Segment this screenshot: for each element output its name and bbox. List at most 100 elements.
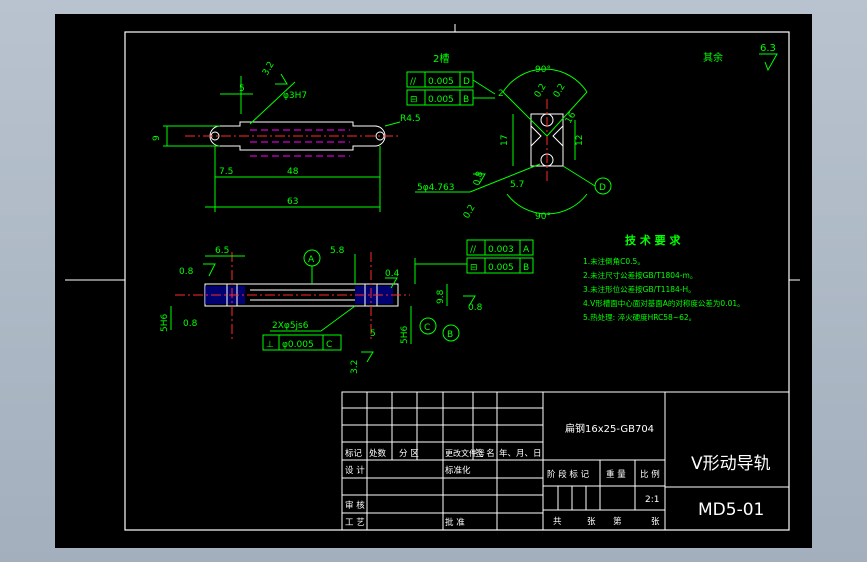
tol-2-ref: B bbox=[463, 95, 469, 105]
dim-5h6a-text: 5H6 bbox=[160, 314, 170, 332]
tb-sheet-no: 第 bbox=[613, 516, 622, 527]
tb-design: 设 计 bbox=[345, 465, 365, 476]
tb-drawing-no: MD5-01 bbox=[698, 500, 764, 520]
dim-98-text: 9.8 bbox=[436, 289, 446, 304]
tol-frame-3 bbox=[466, 239, 534, 256]
rough-r1-text: 0.2 bbox=[552, 82, 568, 99]
tb-total: 共 bbox=[553, 517, 562, 527]
dim-08b-text: 0.8 bbox=[183, 319, 198, 329]
ref-c-circle bbox=[419, 317, 437, 335]
tb-count: 处数 bbox=[369, 448, 387, 459]
tol-5-value: φ0.005 bbox=[282, 340, 314, 350]
dim-58-text: 5.8 bbox=[330, 246, 345, 256]
tech-req-item-1: 1.未注倒角C0.5。 bbox=[583, 256, 645, 266]
angle-90-bottom: 90° bbox=[535, 212, 551, 222]
tol-1-leader bbox=[472, 79, 496, 95]
dim-5-front-text: 5 bbox=[370, 329, 376, 339]
angle-arc-top bbox=[502, 68, 588, 93]
dim-08a-text: 0.8 bbox=[179, 267, 194, 277]
dim-3h7-text: φ3H7 bbox=[283, 91, 307, 101]
dim-5h6b-text: 5H6 bbox=[400, 326, 410, 344]
tb-weight: 重 量 bbox=[606, 469, 626, 480]
dim-5-text: 5 bbox=[239, 84, 245, 94]
top-view: 5 φ3H7 3.2 R4.5 9 7.5 48 63 bbox=[152, 60, 421, 212]
ref-b-text: B bbox=[447, 330, 453, 340]
dim-65-text: 6.5 bbox=[215, 246, 229, 256]
dim-r45-text: R4.5 bbox=[400, 114, 421, 124]
v-groove-left bbox=[530, 125, 542, 147]
tb-standard: 标准化 bbox=[445, 465, 471, 476]
roughness-other-value: 6.3 bbox=[760, 43, 776, 54]
top-view-outline bbox=[209, 121, 386, 151]
ref-b-circle bbox=[442, 324, 460, 342]
leader-5phi bbox=[469, 163, 541, 193]
tb-mark: 标记 bbox=[345, 448, 363, 459]
tol-1-ref: D bbox=[463, 77, 470, 87]
tb-sheets: 张 bbox=[587, 517, 596, 527]
tol-4-ref: B bbox=[523, 263, 529, 273]
ref-c-text: C bbox=[424, 323, 430, 333]
rough-32-text: 3.2 bbox=[261, 60, 277, 77]
tb-date: 年、月、日 bbox=[499, 448, 542, 459]
tech-req-title: 技 术 要 求 bbox=[625, 233, 681, 247]
tol-2-symbol: ⊟ bbox=[410, 95, 418, 105]
rough-32-symbol bbox=[275, 73, 288, 85]
dim-12-text: 12 bbox=[575, 135, 585, 146]
title-block-frame bbox=[341, 391, 790, 531]
tol-3-symbol: // bbox=[470, 245, 477, 255]
tb-process: 工 艺 bbox=[345, 518, 365, 528]
rough-r2-text: 0.2 bbox=[533, 82, 549, 99]
tech-req-item-2: 2.未注尺寸公差按GB/T1804-m。 bbox=[583, 270, 697, 280]
rough-08a-symbol bbox=[203, 263, 216, 277]
v-groove-right bbox=[552, 125, 564, 147]
tol-frame-4 bbox=[466, 257, 534, 274]
angle-arc-bottom bbox=[506, 193, 588, 215]
tb-scale: 2:1 bbox=[645, 495, 659, 505]
view-label-2: 2槽 bbox=[433, 52, 449, 65]
ref-d-leader bbox=[562, 165, 596, 187]
dim-2x5js6-text: 2Xφ5js6 bbox=[272, 321, 309, 331]
tb-docno: 更改文件号 bbox=[445, 448, 485, 458]
dim-5phi-text: 5φ4.763 bbox=[417, 183, 454, 193]
roughness-other-label: 其余 bbox=[703, 51, 723, 64]
tb-part-name: V形动导轨 bbox=[691, 454, 771, 474]
tol-2-value: 0.005 bbox=[428, 95, 454, 105]
roughness-other-symbol bbox=[759, 53, 778, 72]
ref-a-text: A bbox=[308, 255, 315, 265]
tol-4-symbol: ⊟ bbox=[470, 263, 478, 273]
leader-r45 bbox=[384, 121, 401, 127]
tb-ratio: 比 例 bbox=[640, 469, 660, 480]
dim-75-text: 7.5 bbox=[219, 167, 233, 177]
angle-90-top: 90° bbox=[535, 65, 551, 75]
dim-08c-text: 0.8 bbox=[468, 303, 483, 313]
tol-1-symbol: // bbox=[410, 77, 417, 87]
dim-17-text: 17 bbox=[500, 135, 510, 146]
rough-08c-symbol bbox=[463, 295, 476, 307]
dim-9-text: 9 bbox=[152, 135, 162, 141]
tol-4-value: 0.005 bbox=[488, 263, 514, 273]
dim-48-text: 48 bbox=[287, 167, 299, 177]
dim-08-text: 0.8 bbox=[472, 170, 485, 187]
dim-2x5js6-leader bbox=[320, 305, 356, 332]
tech-requirements: 技 术 要 求 1.未注倒角C0.5。 2.未注尺寸公差按GB/T1804-m。… bbox=[583, 233, 745, 322]
rough-04-symbol bbox=[385, 277, 398, 289]
tb-sign: 签 名 bbox=[475, 448, 495, 459]
tol-frame-5 bbox=[262, 334, 342, 351]
tb-approve: 批 准 bbox=[445, 517, 465, 528]
tol-3-value: 0.003 bbox=[488, 245, 514, 255]
dim-04-text: 0.4 bbox=[385, 269, 400, 279]
tb-check: 审 核 bbox=[345, 500, 365, 511]
tb-zone: 分 区 bbox=[399, 449, 419, 459]
angle-ray-2 bbox=[546, 91, 588, 137]
drawing-canvas[interactable]: 其余 6.3 5 φ3H7 3.2 R4.5 9 7.5 48 63 2槽 bbox=[55, 14, 812, 548]
leader-3h7 bbox=[249, 81, 296, 125]
tech-req-item-3: 3.未注形位公差按GB/T1184-H。 bbox=[583, 284, 696, 294]
tech-req-item-5: 5.热处理: 淬火硬度HRC58~62。 bbox=[583, 312, 696, 322]
tech-req-item-4: 4.V形槽面中心面对基面A的对称度公差为0.01。 bbox=[583, 298, 745, 308]
dim-02-text: 0.2 bbox=[462, 203, 478, 220]
dim-57-text: 5.7 bbox=[510, 180, 524, 190]
tol-frame-1 bbox=[406, 71, 474, 88]
right-view: 2槽 // 0.005 D ⊟ 0.005 B 90° 90° 2 0.2 0.… bbox=[406, 52, 612, 222]
dim-2-text: 2 bbox=[498, 89, 504, 99]
angle-ray-1 bbox=[502, 91, 548, 137]
